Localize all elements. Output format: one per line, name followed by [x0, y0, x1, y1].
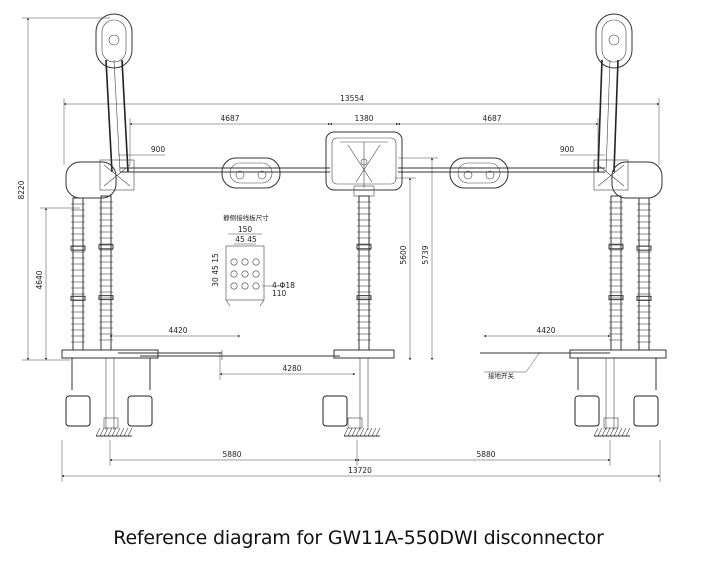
dim-base-left: 5880: [222, 450, 241, 459]
mounting-hole: [252, 282, 260, 290]
hatch-line: [115, 427, 121, 437]
hatch-line: [119, 427, 125, 437]
insulator-column: [100, 195, 112, 351]
insulator-column: [72, 197, 84, 351]
terminal-plate-detail: 静侧接线板尺寸 150 45 45 15 45 30 4-Φ18 110: [211, 213, 295, 307]
insulator-flange: [356, 295, 372, 301]
insulator-column: [610, 195, 622, 351]
insulator-flange: [636, 295, 652, 301]
hatch-line: [609, 427, 615, 437]
hatch-line: [593, 427, 599, 437]
foundation-hatching: [95, 427, 631, 437]
dimension-labels: 13554 4687 1380 4687 900 900 8220 4640 5…: [17, 94, 574, 475]
hatch-line: [123, 427, 129, 437]
dim-center-height-a: 5600: [399, 245, 408, 264]
hatch-line: [371, 427, 377, 437]
insulator-flange: [636, 245, 652, 251]
hatch-line: [99, 427, 105, 437]
mounting-hole: [252, 258, 260, 266]
disconnector-drawing: 13554 4687 1380 4687 900 900 8220 4640 5…: [17, 13, 667, 482]
mounting-hole: [230, 282, 238, 290]
hatch-line: [359, 427, 365, 437]
mounting-hole: [241, 258, 249, 266]
left-arm-assembly: [65, 13, 135, 199]
detail-side-c: 30: [211, 277, 220, 287]
center-contact-frame: [325, 131, 403, 197]
dim-overall-bottom: 13720: [348, 466, 372, 475]
hatch-line: [343, 427, 349, 437]
detail-hole-note: 4-Φ18: [272, 281, 295, 290]
insulator-columns: [70, 195, 652, 351]
diagram-caption: Reference diagram for GW11A-550DWI disco…: [113, 527, 604, 549]
dim-left-arm: 900: [151, 145, 166, 154]
dim-left-span: 4687: [220, 114, 239, 123]
insulator-flange: [70, 245, 86, 251]
mounting-hole: [252, 270, 260, 278]
left-loop-clamp: [221, 157, 281, 189]
hatch-line: [363, 427, 369, 437]
detail-side-a: 15: [211, 253, 220, 263]
hatch-line: [107, 427, 113, 437]
dim-center-ground: 4280: [282, 364, 301, 373]
dim-overall-top: 13554: [340, 94, 364, 103]
hatch-line: [355, 427, 361, 437]
insulator-flange: [608, 295, 624, 301]
insulator-flange: [98, 244, 114, 250]
ground-switch-label: 接地开关: [488, 371, 515, 380]
hatch-line: [625, 427, 631, 437]
hatch-line: [127, 427, 133, 437]
detail-side-b: 45: [211, 265, 220, 275]
conductor-bus: [120, 167, 605, 173]
right-loop-clamp: [449, 157, 509, 189]
hatch-line: [597, 427, 603, 437]
detail-title: 静侧接线板尺寸: [223, 213, 269, 222]
hatch-line: [347, 427, 353, 437]
right-arm-assembly: [593, 13, 663, 199]
dim-total-height: 8220: [17, 180, 26, 199]
insulator-flange: [70, 295, 86, 301]
dim-left-insulator-height: 4640: [35, 270, 44, 289]
hatch-line: [95, 427, 101, 437]
insulator-flange: [356, 244, 372, 250]
detail-thickness: 110: [272, 289, 287, 298]
mounting-hole: [241, 270, 249, 278]
mounting-hole: [230, 270, 238, 278]
hatch-line: [621, 427, 627, 437]
ground-switch-callout: 接地开关: [484, 351, 541, 380]
hatch-line: [111, 427, 117, 437]
detail-hole-spacing-b: 45: [247, 235, 257, 244]
detail-hole-spacing-a: 45: [235, 235, 245, 244]
hatch-line: [103, 427, 109, 437]
insulator-column: [638, 197, 650, 351]
dim-center-span: 1380: [354, 114, 373, 123]
insulator-flange: [608, 244, 624, 250]
operating-mechanisms: [65, 395, 659, 429]
dim-center-height-b: 5739: [421, 245, 430, 264]
dim-base-right: 5880: [476, 450, 495, 459]
mounting-hole: [230, 258, 238, 266]
dimension-lines: [22, 17, 661, 482]
dim-right-arm: 900: [560, 145, 575, 154]
dim-right-span: 4687: [482, 114, 501, 123]
insulator-flange: [98, 295, 114, 301]
hatch-line: [617, 427, 623, 437]
hatch-line: [351, 427, 357, 437]
hatch-line: [605, 427, 611, 437]
dim-right-ground: 4420: [536, 326, 555, 335]
hatch-line: [601, 427, 607, 437]
dim-left-ground: 4420: [168, 326, 187, 335]
hatch-line: [367, 427, 373, 437]
hatch-line: [613, 427, 619, 437]
insulator-column: [358, 195, 370, 351]
hatch-line: [375, 427, 381, 437]
mounting-hole: [241, 282, 249, 290]
detail-width-total: 150: [238, 225, 253, 234]
